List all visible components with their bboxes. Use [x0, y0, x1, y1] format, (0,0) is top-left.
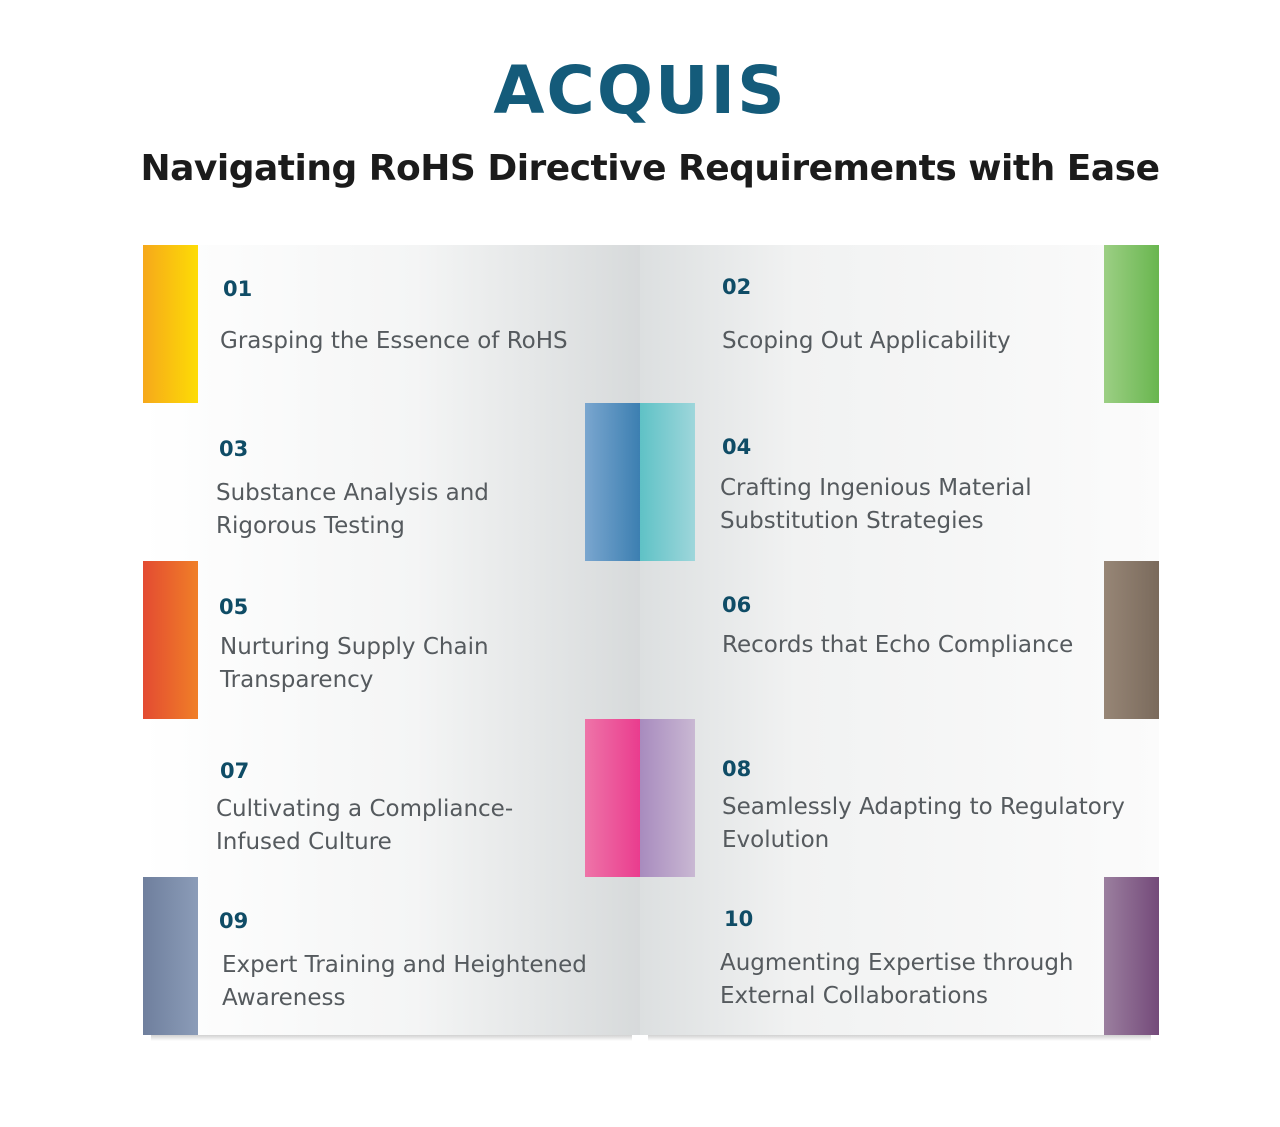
step-card-06: 06 Records that Echo Compliance [640, 561, 1159, 725]
color-bar [585, 403, 640, 561]
step-text: Augmenting Expertise through External Co… [720, 950, 1074, 1009]
step-card-05: 05 Nurturing Supply Chain Transparency [143, 561, 640, 725]
step-number: 01 [223, 277, 253, 301]
step-text: Crafting Ingenious Material Substitution… [720, 475, 1032, 534]
acquis-logo: ACQUIS [493, 52, 787, 129]
step-number: 10 [724, 907, 754, 931]
step-number: 08 [722, 757, 752, 781]
color-bar [1104, 561, 1159, 719]
step-card-01: 01 Grasping the Essence of RoHS [143, 245, 640, 409]
color-bar [640, 403, 695, 561]
color-bar [640, 719, 695, 877]
color-bar [143, 877, 198, 1035]
step-text: Substance Analysis and Rigorous Testing [216, 480, 489, 539]
step-text: Nurturing Supply Chain Transparency [220, 634, 489, 693]
step-text: Expert Training and Heightened Awareness [222, 952, 587, 1011]
step-number: 09 [219, 909, 249, 933]
step-text: Grasping the Essence of RoHS [220, 328, 568, 354]
step-card-08: 08 Seamlessly Adapting to Regulatory Evo… [640, 719, 1159, 883]
step-card-02: 02 Scoping Out Applicability [640, 245, 1159, 409]
step-card-09: 09 Expert Training and Heightened Awaren… [143, 877, 640, 1041]
step-text: Cultivating a Compliance-Infused Culture [216, 796, 514, 855]
color-bar [143, 561, 198, 719]
step-number: 05 [219, 595, 249, 619]
step-number: 03 [219, 437, 249, 461]
color-bar [585, 719, 640, 877]
color-bar [1104, 877, 1159, 1035]
step-number: 07 [220, 759, 250, 783]
color-bar [1104, 245, 1159, 403]
step-number: 06 [722, 593, 752, 617]
step-number: 04 [722, 435, 752, 459]
step-card-10: 10 Augmenting Expertise through External… [640, 877, 1159, 1041]
step-text: Scoping Out Applicability [722, 328, 1011, 354]
step-number: 02 [722, 275, 752, 299]
step-text: Seamlessly Adapting to Regulatory Evolut… [722, 794, 1125, 853]
steps-grid: 01 Grasping the Essence of RoHS 02 Scopi… [143, 245, 1159, 1041]
page-title: Navigating RoHS Directive Requirements w… [140, 148, 1160, 189]
step-card-04: 04 Crafting Ingenious Material Substitut… [640, 403, 1159, 567]
step-card-03: 03 Substance Analysis and Rigorous Testi… [143, 403, 640, 567]
color-bar [143, 245, 198, 403]
step-text: Records that Echo Compliance [722, 632, 1074, 658]
step-card-07: 07 Cultivating a Compliance-Infused Cult… [143, 719, 640, 883]
